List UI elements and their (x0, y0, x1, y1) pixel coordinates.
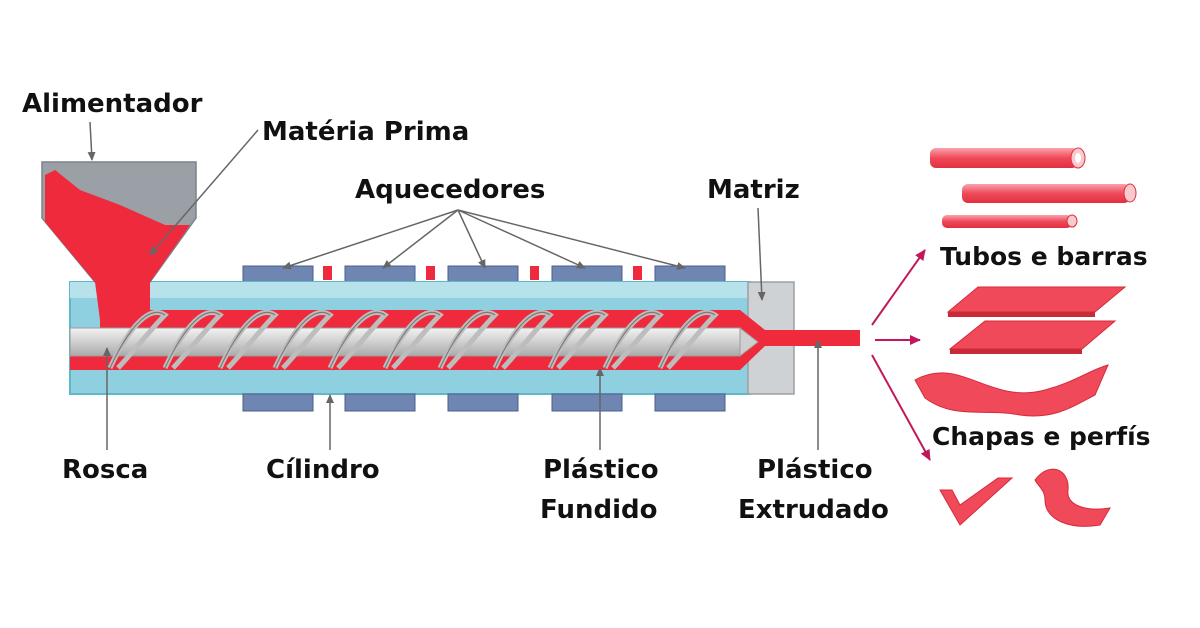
heater-gap-4 (633, 266, 642, 280)
screw-flights-outline (109, 311, 716, 369)
label-alimentador: Alimentador (22, 89, 203, 119)
heater-gap-3 (530, 266, 539, 280)
label-plastico-fundido-line1: Plástico (543, 455, 659, 485)
label-matriz: Matriz (707, 175, 800, 205)
product-arrows (871, 249, 931, 461)
label-cilindro: Cílindro (266, 455, 380, 485)
sheets-profiles-illustration (914, 286, 1127, 527)
raw-material-2 (95, 282, 150, 320)
screw-tip (739, 326, 759, 358)
heater-b5 (654, 393, 726, 412)
pointers (87, 121, 822, 450)
heater-b1 (242, 393, 314, 412)
die-channel (740, 310, 860, 370)
label-materia-prima: Matéria Prima (262, 117, 469, 147)
label-plastico-extrudado-line2: Extrudado (738, 495, 889, 525)
label-rosca: Rosca (62, 455, 148, 485)
label-chapas-perfis: Chapas e perfís (932, 422, 1151, 451)
label-tubos-barras: Tubos e barras (940, 242, 1148, 271)
label-aquecedores: Aquecedores (355, 175, 545, 205)
heaters-top (242, 265, 726, 285)
heater-b2 (344, 393, 416, 412)
tubes-bars-illustration (930, 147, 1137, 228)
label-plastico-extrudado-line1: Plástico (757, 455, 873, 485)
barrel-inner-shade (70, 282, 750, 298)
heaters-bottom (242, 393, 726, 412)
heater-b4 (551, 393, 623, 412)
heater-b3 (447, 393, 519, 412)
heater-gap-2 (426, 266, 435, 280)
heater-gap-1 (323, 266, 332, 280)
label-plastico-fundido-line2: Fundido (540, 495, 657, 525)
